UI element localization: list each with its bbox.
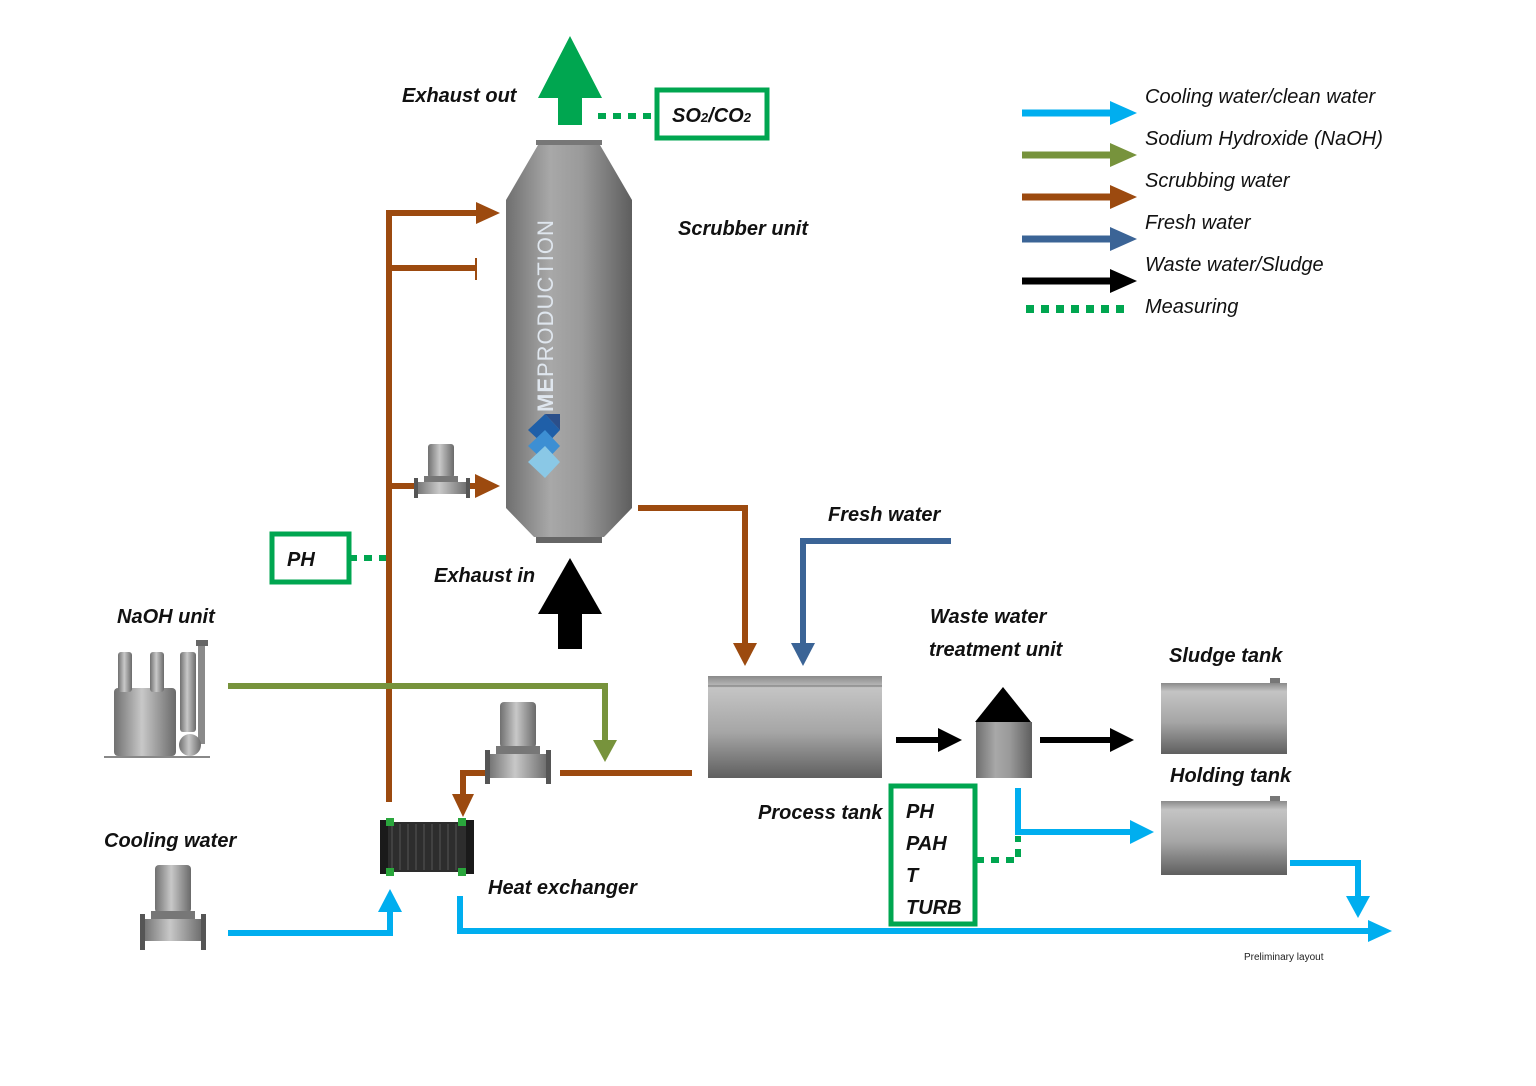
pump-icon [414, 444, 470, 498]
pump-icon [485, 702, 551, 784]
holding-tank-label: Holding tank [1170, 765, 1292, 787]
cooling-arrow-holding [1130, 820, 1154, 844]
sludge-tank-label: Sludge tank [1169, 645, 1283, 667]
exhaust-in-label: Exhaust in [434, 565, 535, 587]
gas-label-sub1: 2 [700, 110, 709, 125]
tank-icon [1161, 796, 1287, 875]
water-measure-ph: PH [906, 801, 934, 823]
ph-measurement-box: PH [269, 531, 386, 585]
svg-text:SO2/CO2: SO2/CO2 [672, 105, 752, 127]
legend-item-scrubbing-water: Scrubbing water [1022, 170, 1291, 209]
legend-label-scrubbing-water: Scrubbing water [1145, 170, 1291, 192]
fresh-water-label: Fresh water [828, 504, 941, 526]
naoh-unit-label: NaOH unit [117, 606, 216, 628]
wwtu-label-line1: Waste water [930, 606, 1048, 628]
legend-item-waste-water: Waste water/Sludge [1022, 254, 1324, 293]
legend-item-measuring: Measuring [1026, 296, 1238, 318]
tank-icon [708, 676, 882, 778]
cooling-water-label: Cooling water [104, 830, 237, 852]
cooling-arrow-down [1346, 896, 1370, 918]
legend: Cooling water/clean water Sodium Hydroxi… [1022, 86, 1383, 318]
legend-item-naoh: Sodium Hydroxide (NaOH) [1022, 128, 1383, 167]
heat-exchanger-label: Heat exchanger [488, 877, 638, 899]
treatment-unit-icon [975, 687, 1032, 778]
wwtu-label-line2: treatment unit [929, 639, 1064, 661]
gas-label-so: SO [672, 105, 701, 127]
legend-label-cooling-water: Cooling water/clean water [1145, 86, 1376, 108]
waste-water-arrows [896, 728, 1134, 752]
brand-production: PRODUCTION [533, 219, 558, 377]
cooling-arrow-outlet [1368, 920, 1392, 942]
scrubbing-water-lines [386, 210, 748, 802]
gas-label-co: /CO [707, 105, 744, 127]
legend-label-measuring: Measuring [1145, 296, 1238, 318]
cooling-arrow-hx-in [378, 889, 402, 912]
naoh-line [228, 683, 617, 762]
scrub-arrow-hx [452, 794, 474, 817]
legend-item-cooling-water: Cooling water/clean water [1022, 86, 1376, 125]
scrub-arrow-process [733, 643, 757, 666]
gas-label-sub2: 2 [743, 110, 752, 125]
water-measurement-box: PH PAH T TURB [888, 783, 1021, 927]
cooling-water-lines [228, 788, 1372, 936]
tank-icon [1161, 678, 1287, 754]
brand-logo-icon [528, 414, 560, 478]
preliminary-layout-note: Preliminary layout [1244, 952, 1324, 963]
water-measure-turb: TURB [906, 897, 962, 919]
ph-box-label: PH [287, 549, 315, 571]
legend-label-waste-water: Waste water/Sludge [1145, 254, 1324, 276]
exhaust-out-label: Exhaust out [402, 85, 518, 107]
fresh-water-line [791, 538, 951, 666]
water-measure-pah: PAH [906, 833, 947, 855]
exhaust-out-arrow [538, 36, 602, 125]
legend-label-naoh: Sodium Hydroxide (NaOH) [1145, 128, 1383, 150]
gas-measurement-box: SO2/CO2 [598, 87, 770, 141]
water-measure-t: T [906, 865, 920, 887]
brand-me: ME [533, 377, 558, 412]
scrub-arrow-pump [475, 474, 500, 498]
process-tank-label: Process tank [758, 802, 883, 824]
naoh-unit-icon [104, 640, 210, 758]
scrubber-icon: MEPRODUCTION [506, 140, 632, 543]
legend-label-fresh-water: Fresh water [1145, 212, 1252, 234]
pump-icon [140, 865, 206, 950]
legend-item-fresh-water: Fresh water [1022, 212, 1252, 251]
exhaust-in-arrow [538, 558, 602, 649]
scrub-arrow-top [476, 202, 500, 224]
scrubber-unit-label: Scrubber unit [678, 218, 809, 240]
heat-exchanger-icon [380, 818, 474, 876]
svg-text:MEPRODUCTION: MEPRODUCTION [533, 219, 558, 412]
